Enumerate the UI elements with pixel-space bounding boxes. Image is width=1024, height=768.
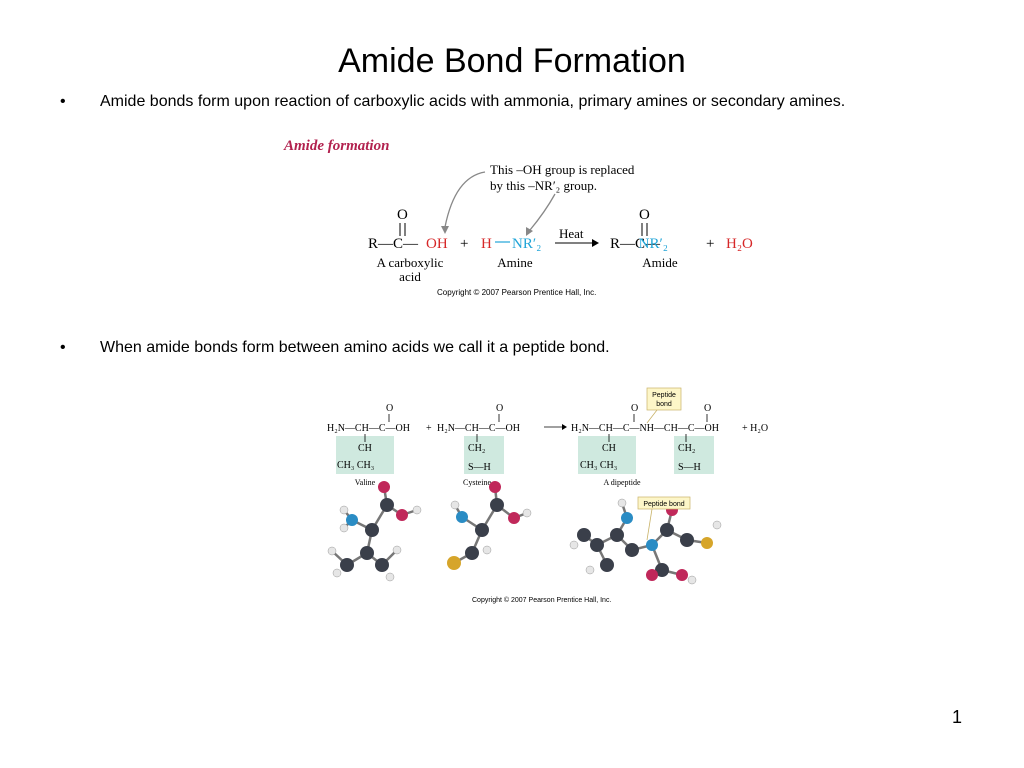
amide-product-tail: + H₂O bbox=[706, 236, 753, 252]
callout-arrow-oh bbox=[444, 171, 486, 228]
amine-nr2: NR′₂ bbox=[512, 236, 541, 252]
callout-arrow-nr2 bbox=[529, 193, 556, 231]
dipeptide-side-chain-highlight-1 bbox=[578, 436, 636, 474]
amine-h: H bbox=[481, 236, 492, 252]
callout-text-1: This –OH group is replaced bbox=[490, 162, 635, 177]
valine-ch3: CH₃ CH₃ bbox=[337, 460, 374, 471]
callout-text-2: by this –NR′₂ group. bbox=[490, 178, 597, 193]
page-number: 1 bbox=[951, 707, 962, 727]
valine-atoms bbox=[327, 481, 422, 582]
amide-nr2: NR′₂ bbox=[639, 236, 668, 252]
cysteine-atoms bbox=[447, 481, 532, 570]
label-dipeptide: A dipeptide bbox=[603, 478, 641, 487]
valine-plus: + bbox=[426, 423, 432, 434]
label-valine: Valine bbox=[355, 478, 376, 487]
reaction-arrowhead bbox=[562, 424, 567, 430]
label-amine: Amine bbox=[497, 255, 533, 270]
bullet-text: When amide bonds form between amino acid… bbox=[100, 339, 610, 356]
bullet-text: Amide bonds form upon reaction of carbox… bbox=[100, 93, 846, 110]
figure-heading: Amide formation bbox=[283, 138, 389, 154]
valine-ch: CH bbox=[358, 443, 372, 454]
cysteine-sh: S—H bbox=[468, 462, 491, 473]
peptide-bond-label: Peptide bond bbox=[643, 501, 684, 508]
acid-oh: OH bbox=[426, 236, 448, 252]
figure1-copyright: Copyright © 2007 Pearson Prentice Hall, … bbox=[437, 288, 596, 297]
plus-1: + bbox=[460, 236, 468, 252]
figure2-copyright: Copyright © 2007 Pearson Prentice Hall, … bbox=[472, 596, 611, 604]
dipeptide-sh: S—H bbox=[678, 462, 701, 473]
label-amide: Amide bbox=[642, 255, 678, 270]
peptide-bond-label-pointer bbox=[646, 508, 653, 541]
label-carboxylic-acid-1: A carboxylic bbox=[377, 255, 444, 270]
dipeptide-backbone: H₂N—CH—C—NH—CH—C—OH bbox=[571, 423, 719, 434]
cysteine-carbonyl-o: O bbox=[496, 403, 503, 414]
peptide-bond-callout-1: Peptide bbox=[652, 392, 676, 399]
label-cysteine: Cysteine bbox=[463, 478, 491, 487]
slide-title: Amide Bond Formation bbox=[338, 42, 686, 80]
dipeptide-side-chain-highlight-2 bbox=[674, 436, 714, 474]
amide-backbone: R—C— bbox=[610, 236, 661, 252]
acid-backbone: R—C— bbox=[368, 236, 419, 252]
valine-backbone: H₂N—CH—C—OH bbox=[327, 423, 410, 434]
plus-2: + bbox=[706, 236, 714, 252]
cysteine-ch2: CH₂ bbox=[468, 443, 485, 454]
water-product: + H₂O bbox=[742, 423, 768, 434]
peptide-bond-callout bbox=[646, 387, 682, 411]
water-product: H₂O bbox=[726, 236, 753, 252]
bullet-marker: • bbox=[60, 93, 66, 110]
carbonyl-oxygen-1: O bbox=[397, 207, 408, 223]
callout-arrowhead-nr2 bbox=[526, 227, 533, 236]
peptide-bond-label-box bbox=[637, 496, 691, 510]
amide-formation-figure: Amide formation This –OH group is replac… bbox=[283, 138, 678, 297]
arrow-label-heat: Heat bbox=[559, 226, 584, 241]
carbonyl-oxygen-2: O bbox=[639, 207, 650, 223]
dipeptide-ch: CH bbox=[602, 443, 616, 454]
callout-arrowhead-oh bbox=[441, 226, 449, 234]
peptide-bond-callout-2: bond bbox=[656, 401, 672, 408]
dipeptide-ch3: CH₃ CH₃ bbox=[580, 460, 617, 471]
bullet-marker: • bbox=[60, 339, 66, 356]
label-carboxylic-acid-2: acid bbox=[399, 269, 421, 284]
dipeptide-carbonyl-o-1: O bbox=[631, 403, 638, 414]
reaction-arrowhead bbox=[592, 239, 599, 247]
valine-carbonyl-o: O bbox=[386, 403, 393, 414]
valine-side-chain-highlight bbox=[336, 436, 394, 474]
dipeptide-ch2: CH₂ bbox=[678, 443, 695, 454]
peptide-bond-figure: O H₂N—CH—C—OH + CH CH₃ CH₃ O H₂N—CH—C—OH… bbox=[327, 387, 768, 604]
dipeptide-carbonyl-o-2: O bbox=[704, 403, 711, 414]
peptide-bond-pointer bbox=[646, 409, 658, 424]
cysteine-backbone: H₂N—CH—C—OH bbox=[437, 423, 520, 434]
cysteine-side-chain-highlight bbox=[464, 436, 504, 474]
